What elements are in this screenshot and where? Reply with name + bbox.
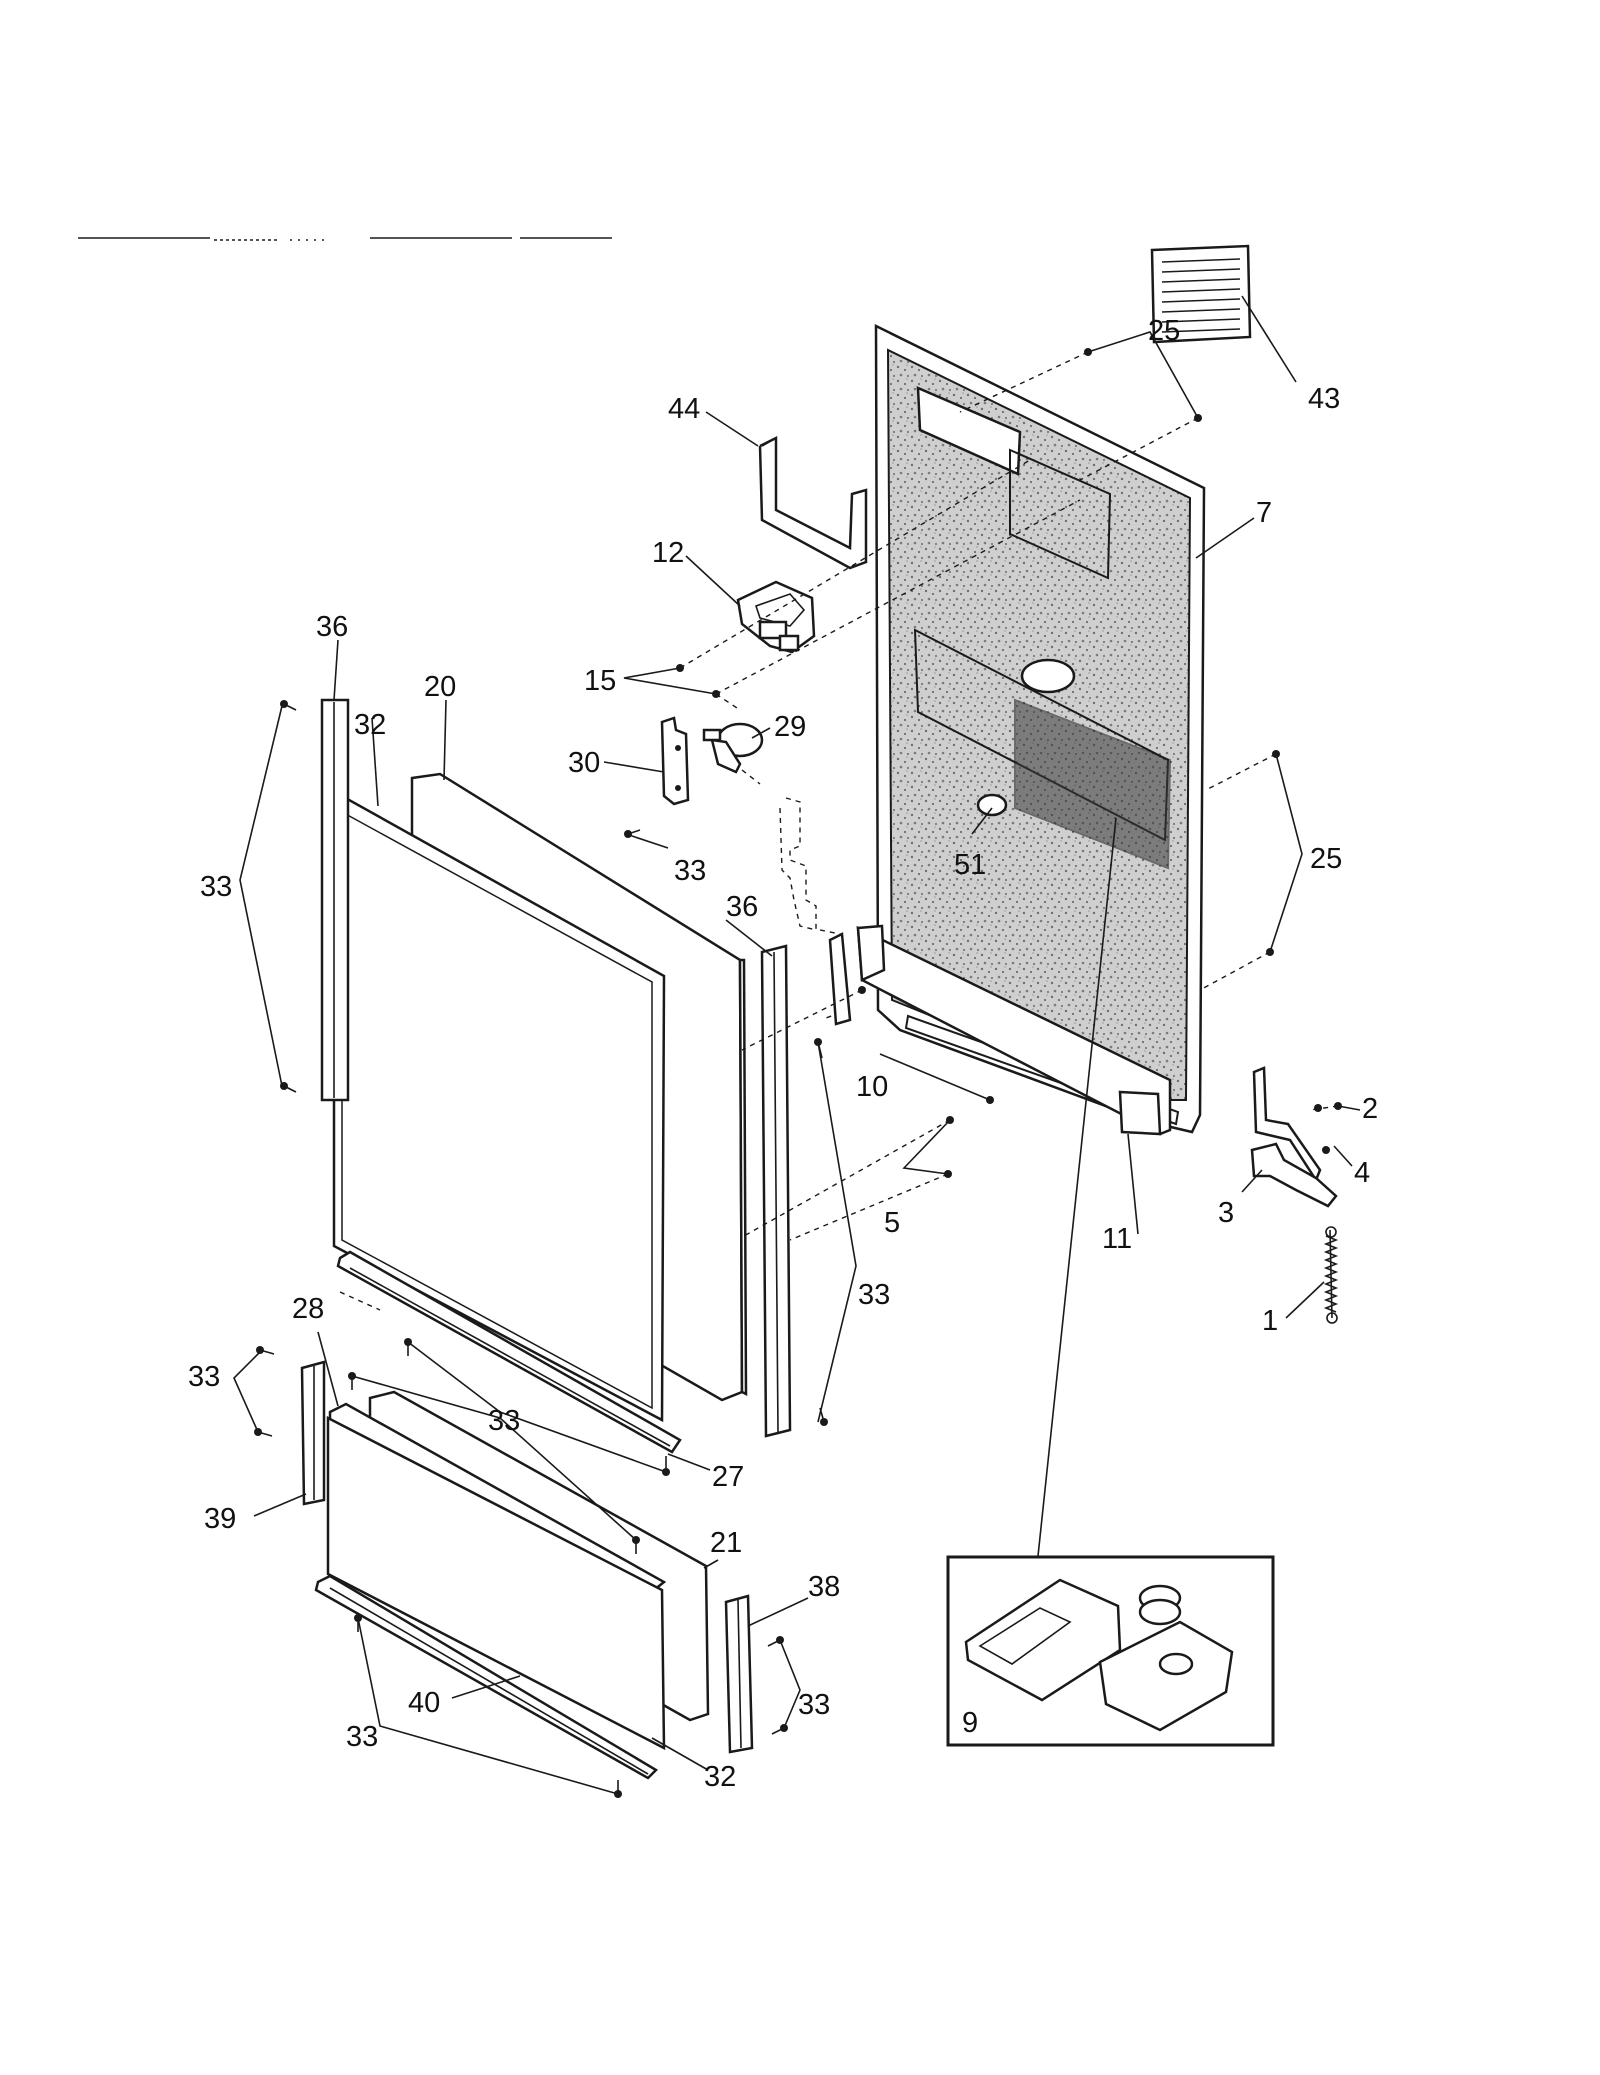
right-side-trim [760, 944, 792, 1438]
door-latch [736, 580, 816, 654]
callout-9: 9 [962, 1707, 978, 1739]
callout-32-lower: 32 [704, 1761, 736, 1793]
inner-door-panel [874, 323, 1206, 1134]
callout-33-left: 33 [200, 871, 232, 903]
callout-11: 11 [1102, 1223, 1132, 1255]
callout-32-upper: 32 [354, 709, 386, 741]
left-side-trim [320, 698, 350, 1102]
header-rule [78, 237, 612, 241]
callout-1: 1 [1262, 1305, 1278, 1337]
callout-38: 38 [808, 1571, 840, 1603]
callout-30: 30 [568, 747, 600, 779]
leader-lines [233, 295, 1361, 1795]
right-lower-trim [724, 1594, 754, 1754]
callout-36-right: 36 [726, 891, 758, 923]
lower-front-panel [326, 1415, 666, 1751]
linkage-ghost [779, 797, 852, 1026]
callout-3: 3 [1218, 1197, 1234, 1229]
handle-bracket [758, 435, 868, 570]
bottom-strip [314, 1574, 659, 1780]
assembly-lines [339, 351, 1339, 1311]
callout-39: 39 [204, 1503, 236, 1535]
callout-10: 10 [856, 1071, 888, 1103]
callout-43: 43 [1308, 383, 1340, 415]
callout-36-left: 36 [316, 611, 348, 643]
callout-33-lower-left: 33 [188, 1361, 220, 1393]
callout-21: 21 [710, 1527, 742, 1559]
callout-29: 29 [774, 711, 806, 743]
callout-2: 2 [1362, 1093, 1378, 1125]
left-lower-trim [300, 1360, 326, 1506]
hinge-assembly [1250, 1066, 1339, 1324]
callout-28: 28 [292, 1293, 324, 1325]
callout-7: 7 [1256, 497, 1272, 529]
callout-33-center: 33 [488, 1405, 520, 1437]
callout-51: 51 [954, 849, 986, 881]
callout-33-right: 33 [858, 1279, 890, 1311]
callout-5: 5 [884, 1207, 900, 1239]
callout-25-right: 25 [1310, 843, 1342, 875]
callout-40: 40 [408, 1687, 440, 1719]
upper-kick-strip [336, 1250, 682, 1454]
callout-20: 20 [424, 671, 456, 703]
callout-25-top: 25 [1148, 315, 1180, 347]
vent-grille [1150, 244, 1252, 344]
callout-33-bottom: 33 [346, 1721, 378, 1753]
callout-33-lower-right: 33 [798, 1689, 830, 1721]
callout-33-switch: 33 [674, 855, 706, 887]
callout-44: 44 [668, 393, 700, 425]
knob [702, 722, 764, 774]
callout-27: 27 [712, 1461, 744, 1493]
switch-bracket [660, 716, 690, 806]
callout-15: 15 [584, 665, 616, 697]
callout-12: 12 [652, 537, 684, 569]
callout-4: 4 [1354, 1157, 1370, 1189]
detergent-dispenser-inset [946, 1555, 1275, 1747]
spring [1323, 1226, 1339, 1324]
bottom-trim-bracket [856, 924, 1172, 1136]
callout-labels: 1 2 3 4 5 7 9 10 11 12 15 20 21 25 25 27… [188, 315, 1378, 1793]
